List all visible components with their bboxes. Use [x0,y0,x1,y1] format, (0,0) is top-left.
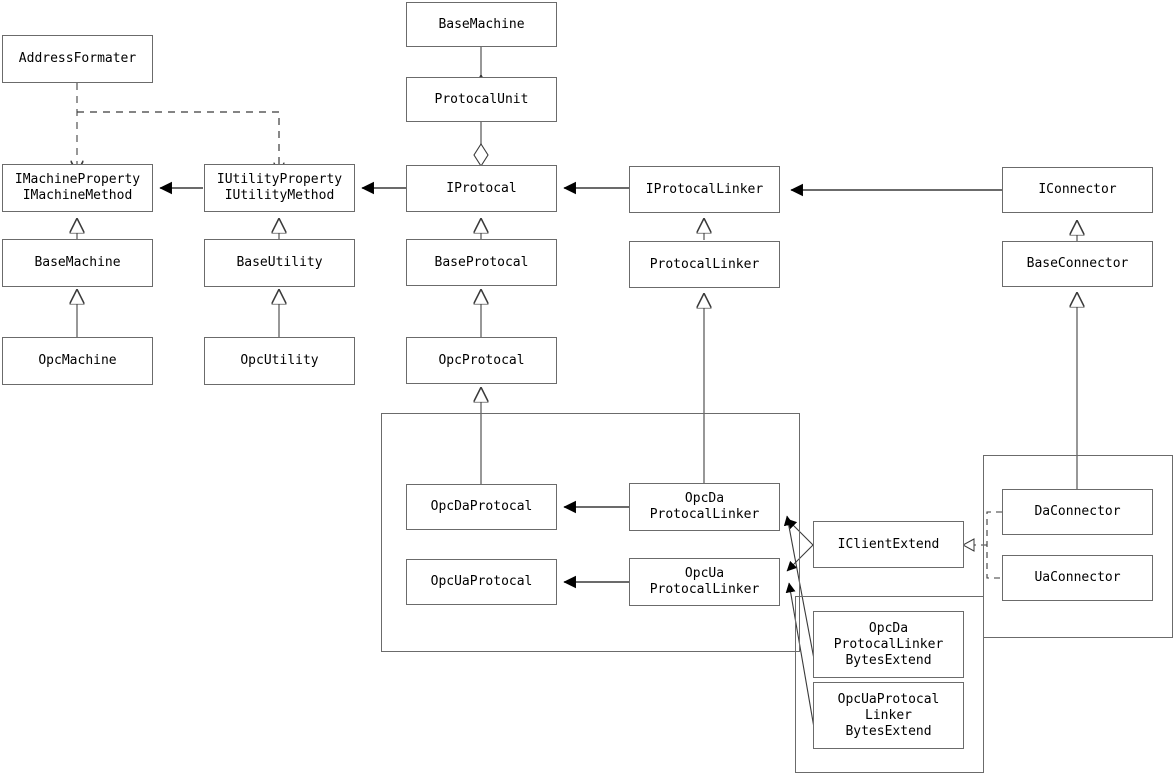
node-address-formater[interactable]: AddressFormater [2,35,153,83]
node-opc-ua-protocal-linker[interactable]: OpcUa ProtocalLinker [629,558,780,606]
node-iconnector[interactable]: IConnector [1002,167,1153,213]
edge-connectors-iclientextend-triangle [961,538,975,552]
node-opc-ua-protocal-linker-bytes-extend[interactable]: OpcUaProtocal Linker BytesExtend [813,682,964,749]
node-iclient-extend[interactable]: IClientExtend [813,521,964,568]
node-imachine-property[interactable]: IMachineProperty IMachineMethod [2,164,153,212]
group-connector [983,455,1173,638]
node-opc-da-protocal-linker[interactable]: OpcDa ProtocalLinker [629,483,780,531]
edge-protocalunit-iprotocal-diamond [473,142,489,168]
node-base-utility[interactable]: BaseUtility [204,239,355,287]
node-opc-da-protocal[interactable]: OpcDaProtocal [406,484,557,530]
node-base-machine-left[interactable]: BaseMachine [2,239,153,287]
node-opc-machine[interactable]: OpcMachine [2,337,153,385]
edge-addressformater-iutilityproperty [77,111,279,172]
node-iprotocal-linker[interactable]: IProtocalLinker [629,166,780,213]
node-opc-utility[interactable]: OpcUtility [204,337,355,385]
node-ua-connector[interactable]: UaConnector [1002,555,1153,601]
node-da-connector[interactable]: DaConnector [1002,489,1153,535]
node-base-machine-top[interactable]: BaseMachine [406,2,557,47]
group-opc-protocal-linker [381,413,800,652]
node-protocal-linker[interactable]: ProtocalLinker [629,241,780,288]
node-base-connector[interactable]: BaseConnector [1002,241,1153,287]
node-opc-ua-protocal[interactable]: OpcUaProtocal [406,559,557,605]
node-iprotocal[interactable]: IProtocal [406,165,557,212]
node-opc-protocal[interactable]: OpcProtocal [406,337,557,384]
node-opc-da-protocal-linker-bytes-extend[interactable]: OpcDa ProtocalLinker BytesExtend [813,611,964,678]
node-iutility-property[interactable]: IUtilityProperty IUtilityMethod [204,164,355,212]
node-base-protocal[interactable]: BaseProtocal [406,239,557,286]
node-protocal-unit[interactable]: ProtocalUnit [406,77,557,122]
